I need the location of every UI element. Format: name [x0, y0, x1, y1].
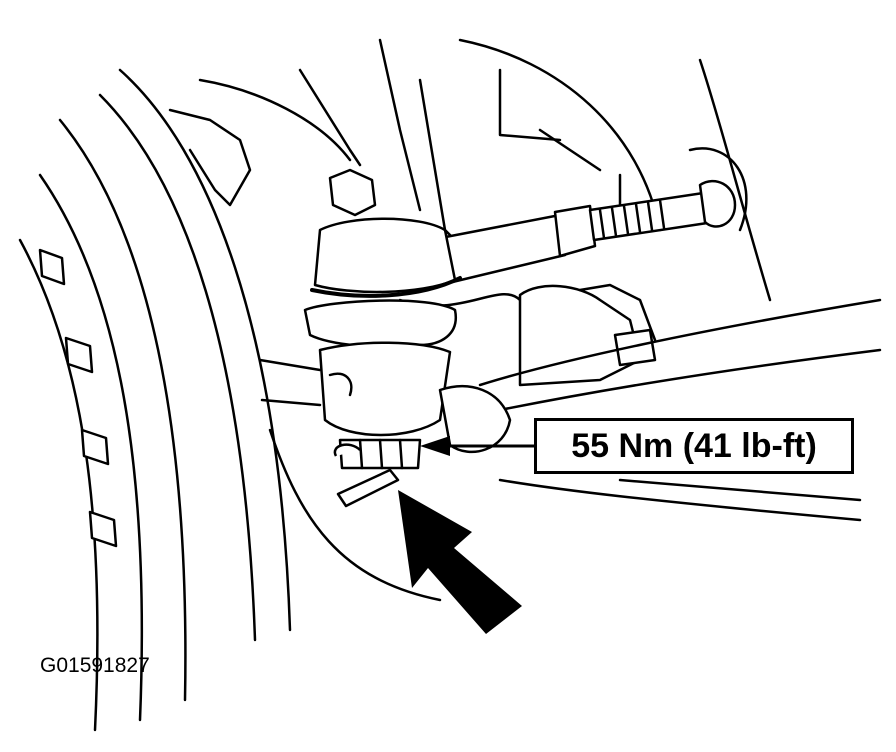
- steering-knuckle-drawing: [168, 38, 862, 602]
- ball-joint-drawing: [303, 168, 512, 508]
- figure-id-label: G01591827: [40, 654, 150, 677]
- brake-rotor-drawing: [18, 68, 292, 732]
- direction-arrow-icon: [398, 490, 522, 634]
- torque-spec-callout: 55 Nm (41 lb-ft): [534, 418, 854, 474]
- control-arm-drawing: [478, 283, 882, 412]
- tie-rod-drawing: [428, 179, 737, 287]
- torque-leader-arrow: [420, 436, 534, 456]
